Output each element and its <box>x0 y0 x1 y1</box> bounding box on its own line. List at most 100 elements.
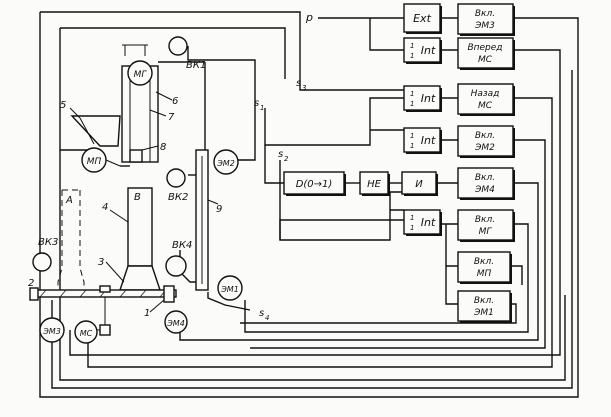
wire-vk1 <box>187 46 256 161</box>
int-1-frac: 1 <box>410 42 414 50</box>
label-7: 7 <box>168 112 175 123</box>
vkl-em2-line1: Вкл. <box>475 131 495 141</box>
wire-vkl-mg <box>244 223 529 333</box>
wire-int4-em1 <box>445 266 458 305</box>
zone-a-right <box>79 190 85 295</box>
d-block: D(0→1) <box>283 171 346 196</box>
vkl-em4-block: Вкл. ЭМ4 <box>457 167 515 200</box>
wire-vpered-ms <box>69 49 561 356</box>
em2-magnet: ЭМ2 <box>213 149 239 175</box>
signal-s4-sub: 4 <box>265 314 269 322</box>
hopper-hatch <box>79 117 95 145</box>
leader-9 <box>207 199 219 205</box>
end-2 <box>29 287 39 301</box>
vkl-em1-line1: Вкл. <box>474 296 494 306</box>
mechanism: МГ 6 7 5 8 МП ВК1 ВК2 <box>28 36 243 344</box>
vkl-em4-line2: ЭМ4 <box>474 185 495 195</box>
leader-1 <box>149 299 165 313</box>
vkl-em4-line1: Вкл. <box>475 173 495 183</box>
wire-s4 <box>207 292 251 311</box>
vpered-ms-line1: Вперед <box>467 43 502 53</box>
label-9: 9 <box>216 204 222 215</box>
wire-s1 <box>264 97 404 146</box>
signal-s1: s <box>254 98 259 109</box>
wire-s1-d <box>264 145 284 184</box>
vkl-em3-block: Вкл. ЭМ3 <box>457 3 515 36</box>
em1-label: ЭМ1 <box>220 285 239 294</box>
em3-magnet: ЭМ3 <box>39 317 65 343</box>
wire-bottom-loop <box>59 150 566 381</box>
vkl-mp-line2: МП <box>477 269 492 279</box>
d-block-label: D(0→1) <box>296 179 333 190</box>
wire-vkl-em4 <box>179 182 539 341</box>
int-3-frac2: 1 <box>410 142 414 150</box>
leader-3 <box>105 261 125 283</box>
int-block-1: 1 1 Int <box>403 37 442 64</box>
int-2-label: Int <box>421 92 436 105</box>
wire-vkl-mp <box>510 265 523 285</box>
support-3 <box>119 265 161 291</box>
signal-p: p <box>305 11 313 24</box>
em1-magnet: ЭМ1 <box>217 275 243 301</box>
vkl-em2-line2: ЭМ2 <box>474 143 495 153</box>
wire-vkl-em2 <box>250 139 546 349</box>
signal-s1-sub: 1 <box>260 104 264 112</box>
label-6: 6 <box>172 96 178 107</box>
leader-5 <box>69 107 81 119</box>
int-2-frac: 1 <box>410 90 414 98</box>
int-2-frac2: 1 <box>410 100 414 108</box>
vkl-em1-line2: ЭМ1 <box>473 308 494 318</box>
leader-6 <box>155 91 173 101</box>
em4-label: ЭМ4 <box>166 319 185 328</box>
vkl-mp-block: Вкл. МП <box>457 251 512 284</box>
int-4-frac: 1 <box>410 214 414 222</box>
wire-int4-mp <box>445 224 458 267</box>
em3-label: ЭМ3 <box>42 327 61 336</box>
vkl-mp-line1: Вкл. <box>474 257 494 267</box>
hopper <box>70 115 121 147</box>
vk2-label: ВК2 <box>168 192 188 203</box>
vkl-em1-block: Вкл. ЭМ1 <box>457 290 512 323</box>
label-1: 1 <box>144 308 150 319</box>
nazad-ms-block: Назад МС <box>457 83 515 116</box>
wiring <box>39 11 579 398</box>
em4-magnet: ЭМ4 <box>164 310 188 334</box>
leader-8 <box>141 145 159 151</box>
leader-4 <box>109 209 129 223</box>
vpered-ms-line2: МС <box>478 55 493 65</box>
vk4-switch: ВК4 <box>165 240 192 277</box>
int-4-frac2: 1 <box>410 224 414 232</box>
mg-label: МГ <box>134 70 148 80</box>
signal-s3-sub: 3 <box>302 84 306 92</box>
wire-vkl-em1 <box>240 303 517 324</box>
vk3-switch: ВК3 <box>32 237 58 272</box>
mp-motor: МП <box>81 147 107 173</box>
vkl-mg-block: Вкл. МГ <box>457 209 515 242</box>
vkl-em2-block: Вкл. ЭМ2 <box>457 125 515 158</box>
int-4-label: Int <box>421 216 436 229</box>
ne-label: НЕ <box>367 179 382 190</box>
signal-labels: p s 1 s 2 s 3 s 4 <box>254 11 313 322</box>
ms-motor: МС <box>74 320 98 344</box>
part-8 <box>129 149 143 163</box>
signal-s4: s <box>259 308 264 319</box>
wire-int4-i <box>389 191 402 210</box>
int-1-frac2: 1 <box>410 52 414 60</box>
vk1-label: ВК1 <box>186 60 206 71</box>
and-label: И <box>415 179 423 190</box>
wire-nazad-ms <box>87 97 553 368</box>
vkl-em3-line1: Вкл. <box>475 9 495 19</box>
wire-s2 <box>279 160 404 241</box>
zone-a-label: А <box>65 195 73 206</box>
int-block-3: 1 1 Int <box>403 127 442 154</box>
signal-s2: s <box>278 149 283 160</box>
label-8: 8 <box>160 142 166 153</box>
em2-label: ЭМ2 <box>216 159 235 168</box>
int-3-label: Int <box>421 134 436 147</box>
ext-label: Ext <box>413 12 431 25</box>
label-4: 4 <box>102 202 108 213</box>
mp-label: МП <box>87 157 102 167</box>
carriage-1 <box>163 285 175 303</box>
int-block-2: 1 1 Int <box>403 85 442 112</box>
